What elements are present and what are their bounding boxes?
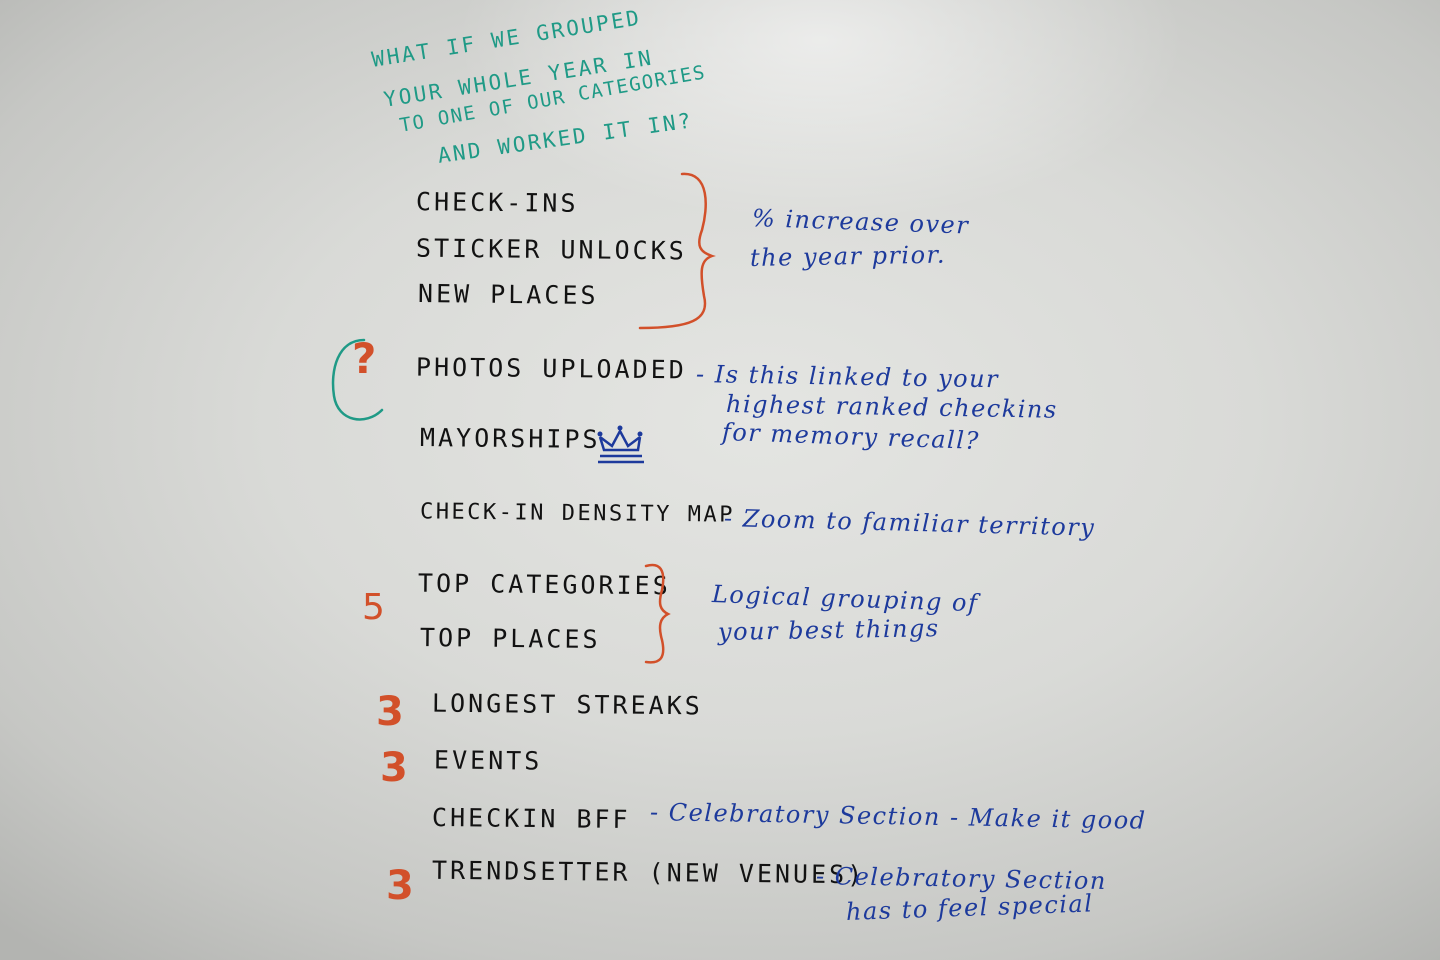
item-longest-streaks: LONGEST STREAKS: [431, 688, 703, 721]
count-marker-3-events: 3: [380, 745, 408, 791]
bracket-mark: [644, 563, 671, 664]
count-marker-3-streaks: 3: [376, 689, 404, 735]
count-marker-3-trendsetter: 3: [386, 863, 414, 909]
note-density-map: - Zoom to familiar territory: [723, 504, 1096, 542]
item-mayorships: MAYORSHIPS: [419, 423, 601, 454]
item-events: EVENTS: [433, 745, 543, 776]
note-trendsetter-line-1: - Celebratory Section: [815, 862, 1108, 896]
crown-icon: [597, 425, 644, 464]
item-trendsetter: TRENDSETTER (NEW VENUES): [431, 855, 866, 890]
note-grouping-line-2: your best things: [717, 614, 940, 646]
note-photos-line-1: - Is this linked to your: [695, 360, 1000, 394]
item-new-places: NEW PLACES: [417, 279, 599, 310]
item-top-places: TOP PLACES: [419, 623, 601, 654]
item-check-in-density-map: CHECK-IN DENSITY MAP: [419, 499, 736, 528]
count-marker-5: 5: [362, 587, 385, 628]
note-percent-increase-line-2: the year prior.: [749, 240, 947, 272]
note-photos-line-2: highest ranked checkins: [725, 390, 1058, 424]
question-circle-mark: [331, 338, 384, 421]
question-marker: ?: [352, 334, 377, 383]
item-top-categories: TOP CATEGORIES: [417, 568, 671, 601]
note-percent-increase-line-1: % increase over: [751, 204, 970, 240]
curly-brace-mark: [638, 172, 716, 330]
note-photos-line-3: for memory recall?: [721, 418, 981, 455]
item-check-ins: CHECK-INS: [415, 187, 579, 218]
item-photos-uploaded: PHOTOS UPLOADED: [415, 352, 687, 385]
note-checkin-bff: - Celebratory Section - Make it good: [649, 798, 1147, 835]
item-checkin-bff: CHECKIN BFF: [431, 802, 631, 835]
note-trendsetter-line-2: has to feel special: [845, 889, 1094, 926]
note-grouping-line-1: Logical grouping of: [711, 580, 979, 618]
